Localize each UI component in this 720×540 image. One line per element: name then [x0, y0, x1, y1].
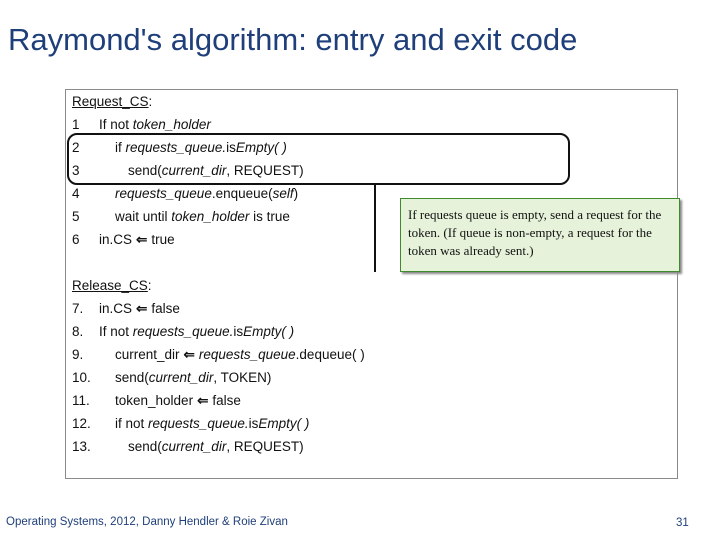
code-text: current_dir [115, 347, 180, 362]
code-text: If not [99, 324, 133, 339]
footer-text: Operating Systems, 2012, Danny Hendler &… [6, 516, 288, 528]
code-line: send(current_dir, REQUEST) [128, 439, 304, 455]
code-text: send( [128, 163, 162, 178]
code-text: .dequeue( ) [295, 347, 365, 362]
line-number: 9. [72, 347, 84, 362]
code-variable: token_holder [132, 117, 211, 132]
code-text: is [226, 140, 236, 155]
line-number: 2 [72, 140, 80, 155]
code-variable: Empty( ) [258, 416, 310, 431]
code-variable: requests_queue [115, 186, 212, 201]
line-number: 8. [72, 324, 84, 339]
slide-title: Raymond's algorithm: entry and exit code [8, 22, 578, 57]
callout-note: If requests queue is empty, send a reque… [400, 198, 680, 272]
code-text: is [248, 416, 259, 431]
line-number: 10. [72, 370, 91, 385]
line-number: 5 [72, 209, 80, 224]
left-arrow-icon: ⇐ [136, 301, 148, 316]
page-number: 31 [676, 517, 689, 529]
request-cs-label: Request_CS [72, 94, 149, 109]
code-variable: Empty( ) [235, 140, 287, 155]
line-number: 13. [72, 439, 91, 454]
code-variable: requests_queue. [148, 416, 249, 431]
callout-connector [374, 184, 376, 272]
code-variable: current_dir [161, 439, 227, 454]
left-arrow-icon: ⇐ [136, 232, 148, 247]
code-text: if not [115, 416, 149, 431]
code-text: , TOKEN) [213, 370, 272, 385]
code-text: false [212, 393, 241, 408]
code-line: requests_queue.enqueue(self) [115, 186, 298, 202]
code-line: token_holder⇐false [115, 393, 241, 409]
code-variable: current_dir [161, 163, 227, 178]
code-line: in.CS⇐true [99, 232, 175, 248]
code-text: in.CS [99, 301, 133, 316]
code-text: If not [99, 117, 133, 132]
code-line: send(current_dir, TOKEN) [115, 370, 271, 386]
code-line: in.CS⇐false [99, 301, 180, 317]
highlight-box [67, 133, 570, 185]
release-cs-header: Release_CS: [72, 278, 152, 294]
line-number: 1 [72, 117, 80, 132]
code-text: false [151, 301, 180, 316]
request-cs-colon: : [148, 94, 153, 109]
code-line: if requests_queue.isEmpty( ) [115, 140, 287, 156]
code-text: , REQUEST) [226, 163, 304, 178]
code-text: in.CS [99, 232, 133, 247]
code-variable: requests_queue [198, 347, 296, 362]
code-variable: requests_queue. [125, 140, 227, 155]
line-number: 3 [72, 163, 80, 178]
code-text: ) [293, 186, 299, 201]
code-line: If not requests_queue.isEmpty( ) [99, 324, 294, 340]
left-arrow-icon: ⇐ [197, 393, 209, 408]
code-text: is [233, 324, 244, 339]
code-variable: token_holder [171, 209, 250, 224]
code-line: wait until token_holder is true [115, 209, 290, 225]
code-line: send(current_dir, REQUEST) [128, 163, 304, 179]
code-text: true [151, 232, 175, 247]
code-text: .enqueue( [211, 186, 273, 201]
code-text: , REQUEST) [226, 439, 304, 454]
code-variable: Empty( ) [243, 324, 295, 339]
code-text: send( [115, 370, 149, 385]
code-text: if [115, 140, 126, 155]
request-cs-header: Request_CS: [72, 94, 152, 110]
code-line: current_dir⇐requests_queue.dequeue( ) [115, 347, 365, 363]
line-number: 4 [72, 186, 80, 201]
line-number: 7. [72, 301, 84, 316]
code-line: if not requests_queue.isEmpty( ) [115, 416, 309, 432]
code-variable: self [272, 186, 294, 201]
line-number: 12. [72, 416, 91, 431]
code-line: If not token_holder [99, 117, 211, 133]
code-variable: requests_queue. [132, 324, 234, 339]
release-cs-label: Release_CS [72, 278, 148, 293]
code-box [65, 89, 678, 479]
line-number: 6 [72, 232, 80, 247]
code-variable: current_dir [148, 370, 214, 385]
line-number: 11. [72, 393, 90, 408]
code-text: send( [128, 439, 162, 454]
release-cs-colon: : [147, 278, 152, 293]
code-text: token_holder [115, 393, 194, 408]
code-text: wait until [115, 209, 172, 224]
left-arrow-icon: ⇐ [183, 347, 195, 362]
code-text: is true [249, 209, 290, 224]
